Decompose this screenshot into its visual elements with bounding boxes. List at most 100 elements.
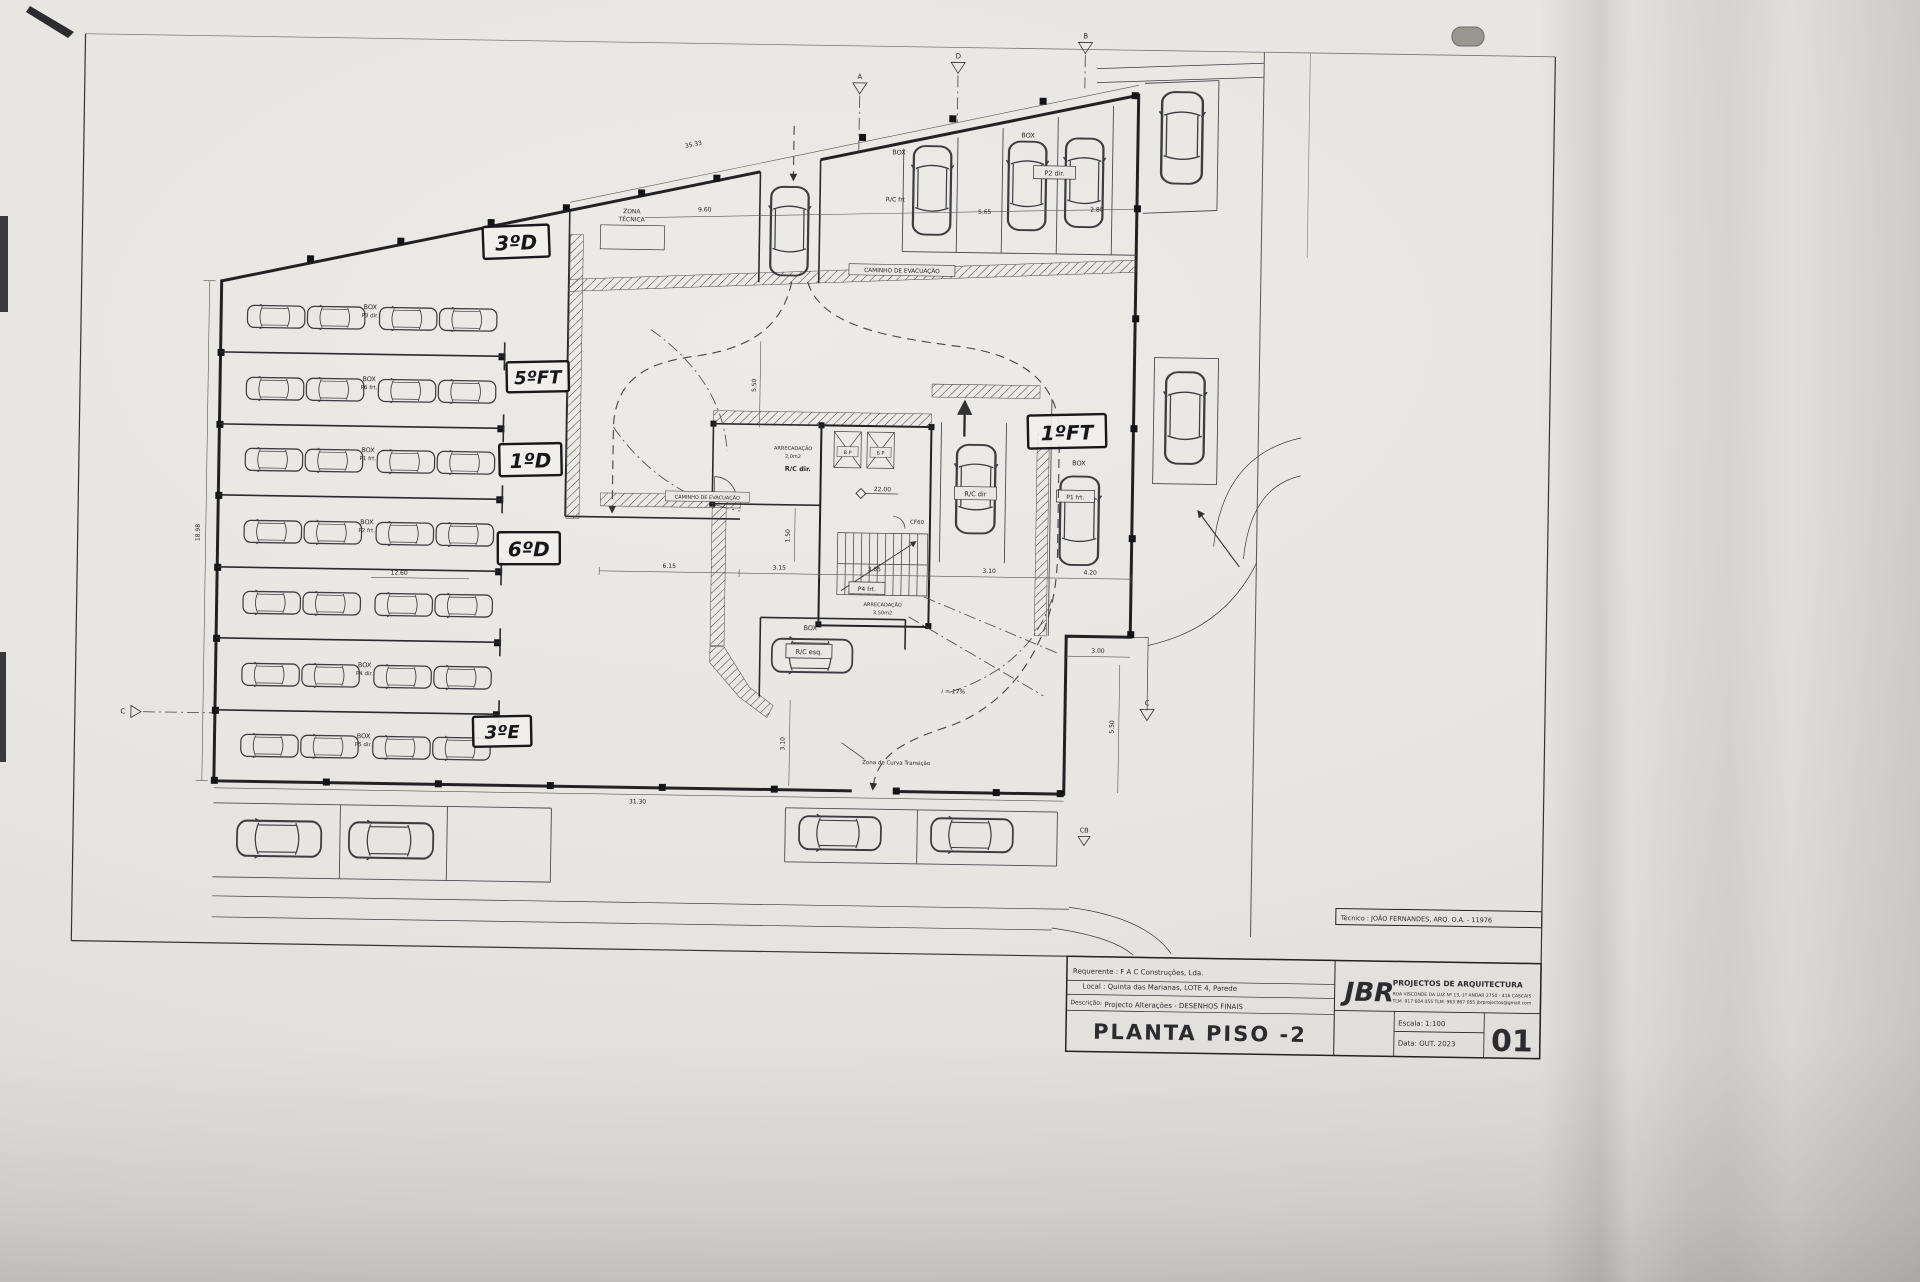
stall-sub-label: P6 frt. [361,385,378,391]
paper-clip [1451,26,1485,47]
p2-dir-tag [1033,165,1076,180]
car-icon [437,378,497,406]
section-markers: A D B C C CB [120,32,1155,847]
dim-label: 35.33 [684,140,702,150]
marker-label: A [858,73,863,81]
box-label: BOX [892,148,906,156]
car-icon [304,447,364,475]
hand-note-text: 1ºD [509,448,551,473]
rc-frt-label: R/C frt [886,196,906,203]
rc-dir-tag [953,486,997,501]
stall-sub-label: P2 frt. [358,528,375,534]
drawing-content: BOX P3 dir. BOX P6 frt. BOX P1 frt. BOX … [70,32,1556,1060]
car-icon [245,375,305,403]
dim-label: 3.00 [1091,648,1105,655]
bottom-street [211,802,1172,956]
brand-address: RUA VISCONDE DA LUZ Nº 13, 1º ANDAR 2750… [1393,991,1532,999]
central-core: ARRECADAÇÃO 2,0m2 R/C dir. B P 6 P 22.00… [711,399,1007,629]
p2-dir-label: P2 dir. [1044,169,1064,177]
descricao-text: Projecto Alterações - DESENHOS FINAIS [1104,1001,1243,1011]
dim-label: 1.50 [785,529,792,543]
hand-note-1ft: 1ºFT [1026,412,1108,450]
top-area: ZONA TÉCNICA BOX R/C frt BOX P2 dir. CAM… [599,105,1137,277]
car-icon [306,304,366,332]
elevator-label: 6 P [877,451,885,457]
ramp-up-arrow [956,399,973,437]
brand-phone: TLM. 917 604 055 TLM. 963 867 055 jbrpro… [1391,998,1531,1006]
left-parking-block: BOX P3 dir. BOX P6 frt. BOX P1 frt. BOX … [214,303,506,763]
hand-note-text: 3ºD [495,230,538,256]
evac-tag [848,263,956,277]
dim-label: 12.60 [390,570,407,577]
elevator-shaft [866,431,895,469]
car-icon [246,303,306,331]
edge-mark [0,652,6,762]
stall-box-label: BOX [360,518,374,526]
drive-lanes: CAMINHO DE EVACUAÇÃO i = 17% Zona de Cur… [608,281,1061,791]
elevator-shaft [833,431,862,469]
hand-note-3d: 3ºD [481,223,551,261]
zona-tecnica-label: TÉCNICA [618,215,646,223]
car-icon [766,185,813,277]
requerente-text: Requerente : F A C Construções, Lda. [1073,967,1204,977]
dim-label: 3.65 [867,566,881,573]
data-text: Data: OUT. 2023 [1398,1039,1456,1048]
car-icon [305,376,365,404]
level-dim: 22.00 [874,486,891,493]
car-icon [436,449,496,477]
stall-box-label: BOX [363,303,377,311]
evac-tag [665,490,750,503]
car-icon [1061,137,1108,229]
dim-label: 9.60 [698,206,712,213]
corner-mark [26,6,74,38]
dim-label: 5.50 [751,378,758,392]
car-icon [1157,90,1207,186]
dim-label: 4.20 [1083,569,1097,576]
structural-pillars [210,92,1141,798]
hand-note-text: 6ºD [508,537,550,561]
stall-sub-label: P4 dir. [356,671,373,677]
hand-note-text: 1ºFT [1041,420,1095,445]
photo-artifacts [0,6,1485,762]
marker-label: D [956,52,962,60]
stall-box-label: BOX [361,446,375,454]
descricao-label: Descrição: [1070,999,1102,1006]
rc-esq-tag [785,643,833,659]
car-icon [375,520,435,548]
dim-label: 5.65 [978,209,992,216]
cf60-label: CF60 [910,520,925,526]
curve-transition-label: Zona de Curva Transição [862,760,931,767]
dim-label: 31.30 [629,798,646,805]
sheet-title: PLANTA PISO -2 [1093,1020,1307,1047]
box-label: BOX [1021,131,1035,139]
car-icon [347,818,435,862]
tecnico-strip [1335,907,1543,929]
car-icon [1161,370,1209,466]
dim-label: 3.10 [982,568,996,575]
car-icon [797,812,883,854]
car-icon [929,815,1015,856]
box-label: BOX [803,624,817,632]
p1-frt-label: P1 frt. [1066,494,1084,501]
level-marker-icon [855,487,867,499]
car-icon [242,589,302,617]
stair-elevator-core [817,424,933,629]
p1-frt-tag [1055,489,1095,503]
hand-note-5ft: 5ºFT [505,360,571,394]
car-icon [371,734,431,762]
stall-sub-label: P3 dir. [362,313,379,319]
dimensions: 35.33 9.60 5.65 2.80 18.98 31.30 6.15 3.… [195,84,1139,806]
car-icon [301,662,361,690]
car-icon [299,733,359,761]
brand-sub: PROJECTOS DE ARQUITECTURA [1393,978,1523,989]
rc-dir-room-label: R/C dir. [785,465,811,473]
stall-sub-label: P5 dir. [355,742,372,748]
local-text: Local : Quinta das Marianas, LOTE 4, Par… [1083,982,1237,992]
car-icon [376,448,436,476]
car-icon [377,377,437,405]
car-icon [1004,140,1051,232]
marker-label: CB [1080,826,1089,834]
car-icon [438,306,498,334]
car-icon [235,817,323,861]
